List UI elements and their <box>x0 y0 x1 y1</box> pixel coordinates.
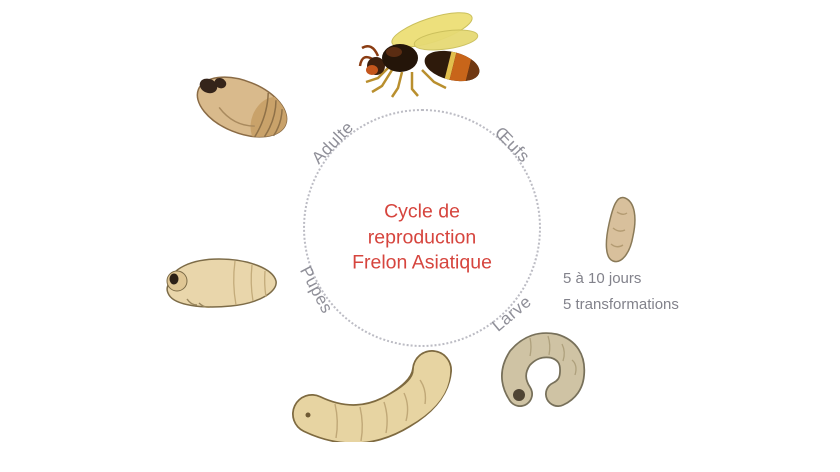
stage-notes: 5 à 10 jours 5 transformations <box>563 266 679 318</box>
note-transformations: 5 transformations <box>563 296 679 313</box>
cycle-title-line-3: Frelon Asiatique <box>352 251 492 274</box>
cycle-title: Cycle de reproduction Frelon Asiatique <box>352 199 492 276</box>
large-larva-illustration <box>292 350 452 442</box>
curled-larva-illustration <box>501 332 586 407</box>
note-duration: 5 à 10 jours <box>563 270 642 287</box>
egg-illustration <box>605 196 636 263</box>
cycle-title-line-2: reproduction <box>367 226 477 249</box>
cycle-dotted-circle <box>303 109 541 347</box>
adult-hornet-illustration <box>358 12 483 98</box>
emerging-pupa-illustration <box>196 76 293 148</box>
pupa-illustration <box>166 258 277 308</box>
cycle-title-line-1: Cycle de <box>384 200 460 223</box>
